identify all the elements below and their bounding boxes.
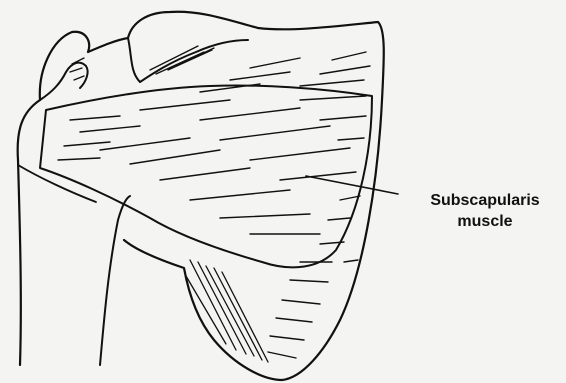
leader-line: [306, 176, 398, 194]
lateral-border-outline: [100, 196, 130, 365]
teres-hatching: [186, 260, 268, 362]
glenoid-outline: [18, 165, 96, 202]
label-line-2: muscle: [404, 211, 566, 232]
subscapularis-label: Subscapularis muscle: [404, 190, 566, 232]
subscapularis-muscle-outline: [40, 85, 372, 267]
scapula-outline: [18, 12, 384, 380]
label-line-1: Subscapularis: [404, 190, 566, 211]
